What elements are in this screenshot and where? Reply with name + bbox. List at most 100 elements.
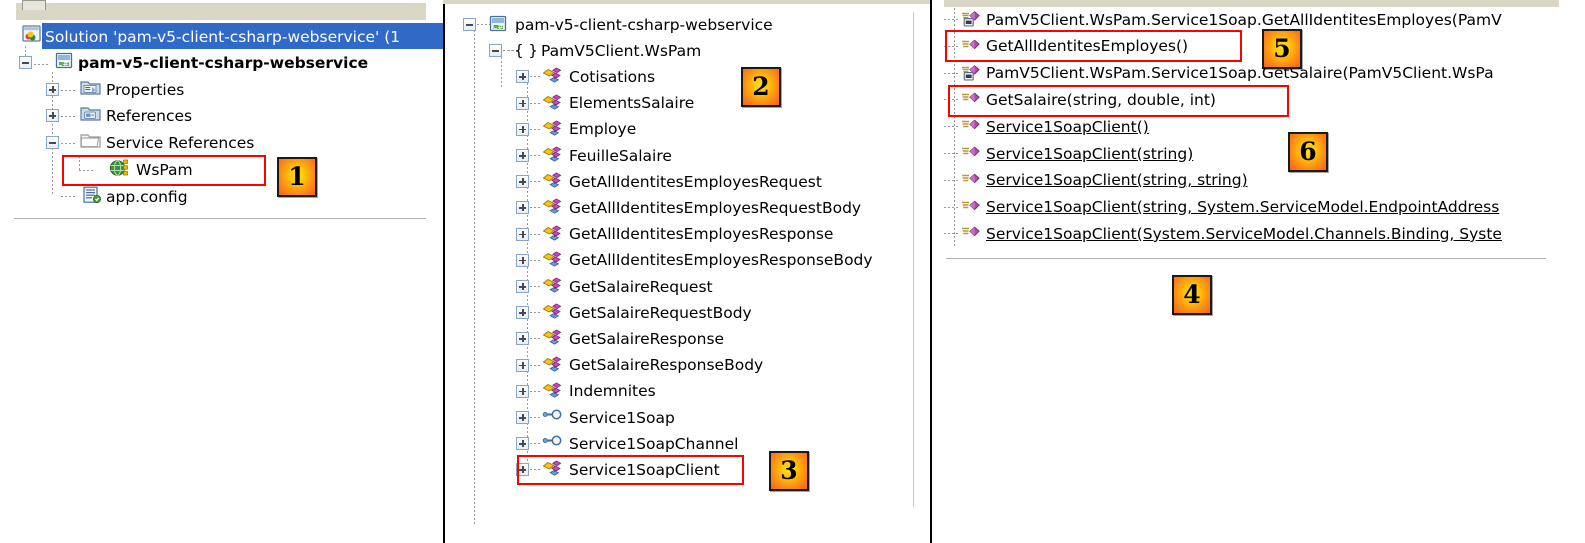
tree-item-label: Properties [106, 80, 185, 99]
tree-row[interactable]: GetAllIdentitesEmployesResponse [569, 221, 833, 247]
expander-plus-service1soap[interactable] [516, 411, 529, 424]
annotation-badge-4: 4 [1172, 275, 1212, 315]
method-private-icon [960, 63, 980, 81]
tree-line [530, 259, 540, 261]
tree-line [477, 24, 487, 25]
expander-plus-cotisations[interactable] [516, 70, 529, 84]
tree-row[interactable]: Service1SoapClient [569, 456, 720, 482]
expander-plus-references[interactable] [46, 109, 59, 122]
tree-row-references[interactable]: References [106, 102, 192, 128]
expander-plus-getallidentitesemployesresponse[interactable] [516, 227, 529, 241]
tree-row[interactable]: PamV5Client.WsPam [541, 37, 701, 63]
tree-row[interactable]: GetSalaireResponse [569, 325, 724, 351]
expander-plus-employe[interactable] [516, 122, 529, 136]
tree-line [25, 46, 26, 64]
tree-row[interactable]: GetSalaireRequestBody [569, 299, 752, 325]
expander-minus-pam-v5-client-csharp-webservice[interactable] [463, 18, 476, 31]
member-label: Service1SoapClient() [986, 117, 1149, 136]
member-row[interactable]: Service1SoapClient(string, System.Servic… [986, 194, 1499, 220]
tree-row-solution[interactable]: Solution 'pam-v5-client-csharp-webservic… [45, 23, 401, 49]
member-label: PamV5Client.WsPam.Service1Soap.GetAllIde… [986, 10, 1502, 29]
member-row[interactable]: Service1SoapClient(string) [986, 140, 1193, 166]
tree-line [527, 83, 528, 473]
member-list-toolbar [944, 0, 1559, 7]
member-row[interactable]: PamV5Client.WsPam.Service1Soap.GetAllIde… [986, 6, 1502, 32]
tree-row[interactable]: Cotisations [569, 63, 655, 89]
tree-row[interactable]: Service1SoapChannel [569, 430, 738, 456]
expander-plus-getallidentitesemployesresponsebody[interactable] [516, 253, 529, 267]
tree-line [501, 57, 502, 87]
tree-line [61, 90, 75, 91]
solution-explorer-panel: Solution 'pam-v5-client-csharp-webservic… [0, 0, 443, 543]
tree-line [79, 156, 80, 172]
expander-plus-service1soapclient[interactable] [516, 463, 529, 477]
tree-row-properties[interactable]: Properties [106, 76, 184, 102]
tree-line [530, 469, 540, 471]
tree-line [530, 443, 540, 445]
expander-minus-project[interactable] [19, 56, 32, 69]
tree-line [530, 76, 540, 78]
tree-item-label: Service1Soap [569, 408, 675, 427]
tree-row[interactable]: pam-v5-client-csharp-webservice [515, 11, 773, 37]
expander-plus-getsalairerequest[interactable] [516, 280, 529, 293]
member-label: GetAllIdentitesEmployes() [986, 37, 1189, 56]
expander-plus-elementssalaire[interactable] [516, 96, 529, 110]
member-row[interactable]: Service1SoapClient() [986, 113, 1149, 139]
member-row[interactable]: GetSalaire(string, double, int) [986, 86, 1216, 112]
tree-item-label: GetAllIdentitesEmployesResponseBody [569, 251, 873, 270]
tree-item-label: Indemnites [569, 382, 656, 401]
tree-item-label: GetSalaireResponseBody [569, 356, 764, 375]
tree-row-project[interactable]: pam-v5-client-csharp-webservice [78, 49, 368, 75]
tree-row[interactable]: GetAllIdentitesEmployesResponseBody [569, 247, 873, 273]
tree-row[interactable]: GetSalaireRequest [569, 273, 713, 299]
highlight-box-service1soapclient [517, 455, 744, 485]
expander-plus-properties[interactable] [46, 83, 59, 96]
expander-plus-getsalairerequestbody[interactable] [516, 306, 529, 320]
tree-line [954, 8, 955, 248]
expander-plus-getallidentitesemployesrequestbody[interactable] [516, 201, 529, 215]
expander-plus-getallidentitesemployesrequest[interactable] [516, 175, 529, 189]
tree-row[interactable]: FeuilleSalaire [569, 142, 672, 168]
tree-row-service-references[interactable]: Service References [106, 129, 254, 155]
expander-plus-feuillesalaire[interactable] [516, 149, 529, 162]
tree-row[interactable]: Indemnites [569, 378, 656, 404]
member-row[interactable]: Service1SoapClient(System.ServiceModel.C… [986, 220, 1502, 246]
tree-line [944, 153, 958, 154]
tree-row[interactable]: GetAllIdentitesEmployesRequestBody [569, 194, 861, 220]
tree-item-label: WsPam [136, 160, 193, 179]
tree-line [530, 417, 540, 418]
expander-plus-service1soapchannel[interactable] [516, 437, 529, 451]
tree-row[interactable]: Service1Soap [569, 404, 675, 430]
tree-line [944, 233, 958, 235]
expander-plus-getsalaireresponsebody[interactable] [516, 358, 529, 372]
tree-row[interactable]: GetAllIdentitesEmployesRequest [569, 168, 822, 194]
class-icon [542, 251, 562, 267]
class-icon [542, 120, 562, 136]
annotation-badge-2: 2 [741, 67, 781, 107]
expander-minus-pamv5client-wspam[interactable] [489, 44, 502, 58]
annotation-badge-3: 3 [769, 451, 809, 491]
tree-item-label: ElementsSalaire [569, 94, 695, 113]
object-browser-toolbar [443, 0, 930, 4]
tree-row[interactable]: GetSalaireResponseBody [569, 352, 763, 378]
member-row[interactable]: PamV5Client.WsPam.Service1Soap.GetSalair… [986, 60, 1494, 86]
member-row[interactable]: GetAllIdentitesEmployes() [986, 33, 1188, 59]
method-private-icon [960, 9, 980, 27]
expander-plus-getsalaireresponse[interactable] [516, 332, 529, 346]
tree-line [61, 143, 75, 144]
expander-plus-indemnites[interactable] [516, 384, 529, 398]
tree-item-label: Employe [569, 120, 637, 139]
tree-item-label: Service1SoapClient [569, 460, 720, 479]
member-list-divider-rule [946, 258, 1546, 259]
tree-row[interactable]: Employe [569, 116, 636, 142]
class-icon [542, 303, 562, 319]
member-row[interactable]: Service1SoapClient(string, string) [986, 167, 1248, 193]
toolbar-button-fragment[interactable] [22, 0, 46, 10]
tree-row-app-config[interactable]: app.config [106, 183, 188, 209]
tree-item-label: GetAllIdentitesEmployesRequest [569, 172, 822, 191]
expander-minus-service-references[interactable] [46, 136, 59, 149]
tree-row-wspam[interactable]: WsPam [136, 156, 193, 182]
tree-item-label: FeuilleSalaire [569, 146, 672, 165]
tree-row[interactable]: ElementsSalaire [569, 90, 694, 116]
